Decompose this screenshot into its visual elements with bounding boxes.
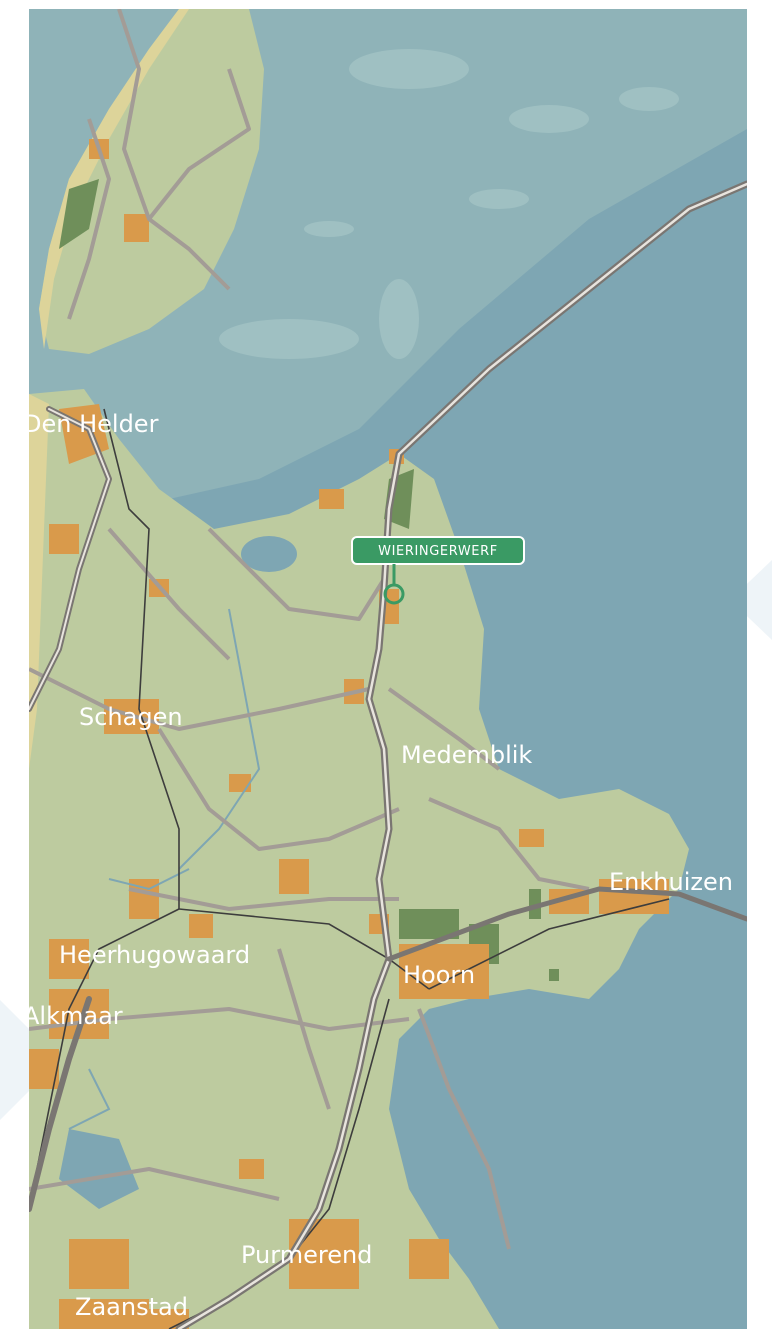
- tidal-flats: [219, 49, 679, 359]
- railways: [29, 408, 670, 1329]
- roads: [29, 9, 590, 1250]
- city-label-schagen: Schagen: [79, 703, 183, 731]
- location-pin-icon: [383, 583, 405, 605]
- lake: [241, 536, 297, 572]
- marker-label-box: [351, 536, 525, 565]
- city-label-hoorn: Hoorn: [403, 961, 475, 989]
- city-label-alkmaar: Alkmaar: [29, 1002, 123, 1030]
- city-label-den-helder: Den Helder: [29, 410, 159, 438]
- city-label-medemblik: Medemblik: [401, 741, 532, 769]
- texel-dunes: [39, 9, 189, 349]
- highways: [29, 180, 747, 1329]
- lake-south: [59, 1129, 139, 1209]
- map-canvas: Den Helder Schagen Medemblik Enkhuizen H…: [29, 9, 747, 1329]
- canals: [68, 608, 261, 1130]
- location-marker-wieringerwerf[interactable]: WIERINGERWERF: [351, 536, 525, 605]
- city-label-zaanstad: Zaanstad: [75, 1293, 188, 1321]
- city-label-purmerend: Purmerend: [241, 1241, 372, 1269]
- map-view[interactable]: Den Helder Schagen Medemblik Enkhuizen H…: [29, 9, 747, 1329]
- city-label-heerhugowaard: Heerhugowaard: [59, 941, 250, 969]
- marker-label: WIERINGERWERF: [378, 544, 498, 559]
- coastal-dunes: [29, 394, 49, 769]
- city-label-enkhuizen: Enkhuizen: [609, 868, 733, 896]
